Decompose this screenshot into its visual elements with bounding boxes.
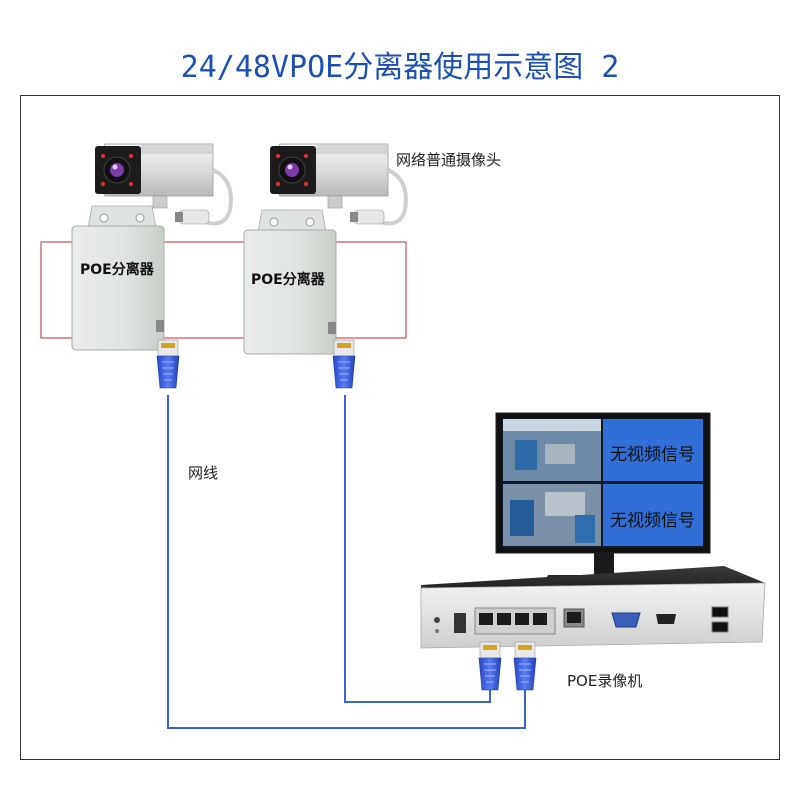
camera-2: [270, 143, 408, 226]
poe-splitter-1: [71, 205, 165, 351]
poe-nvr: [420, 566, 766, 649]
rj45-connector-4: [513, 641, 537, 691]
splitter-2-label: POE分离器: [251, 272, 325, 288]
camera-label: 网络普通摄像头: [396, 151, 502, 169]
diagram-title: 24/48VPOE分离器使用示意图 2: [180, 50, 620, 85]
rj45-connector-3: [478, 641, 502, 691]
cable-2: [344, 395, 491, 703]
nvr-label: POE录像机: [567, 672, 643, 690]
rj45-connector-1: [156, 339, 180, 389]
network-cables: [167, 395, 526, 729]
splitter-1-label: POE分离器: [80, 262, 154, 278]
no-signal-label-1: 无视频信号: [610, 445, 695, 465]
cable-1: [167, 395, 526, 729]
diagram-frame: [20, 95, 780, 760]
cable-label: 网线: [188, 464, 219, 482]
no-signal-label-2: 无视频信号: [610, 511, 695, 531]
monitor: [495, 412, 711, 584]
poe-splitter-2: [243, 209, 337, 355]
rj45-connector-2: [332, 339, 356, 389]
camera-1: [95, 143, 233, 226]
highlight-box: [40, 241, 407, 339]
